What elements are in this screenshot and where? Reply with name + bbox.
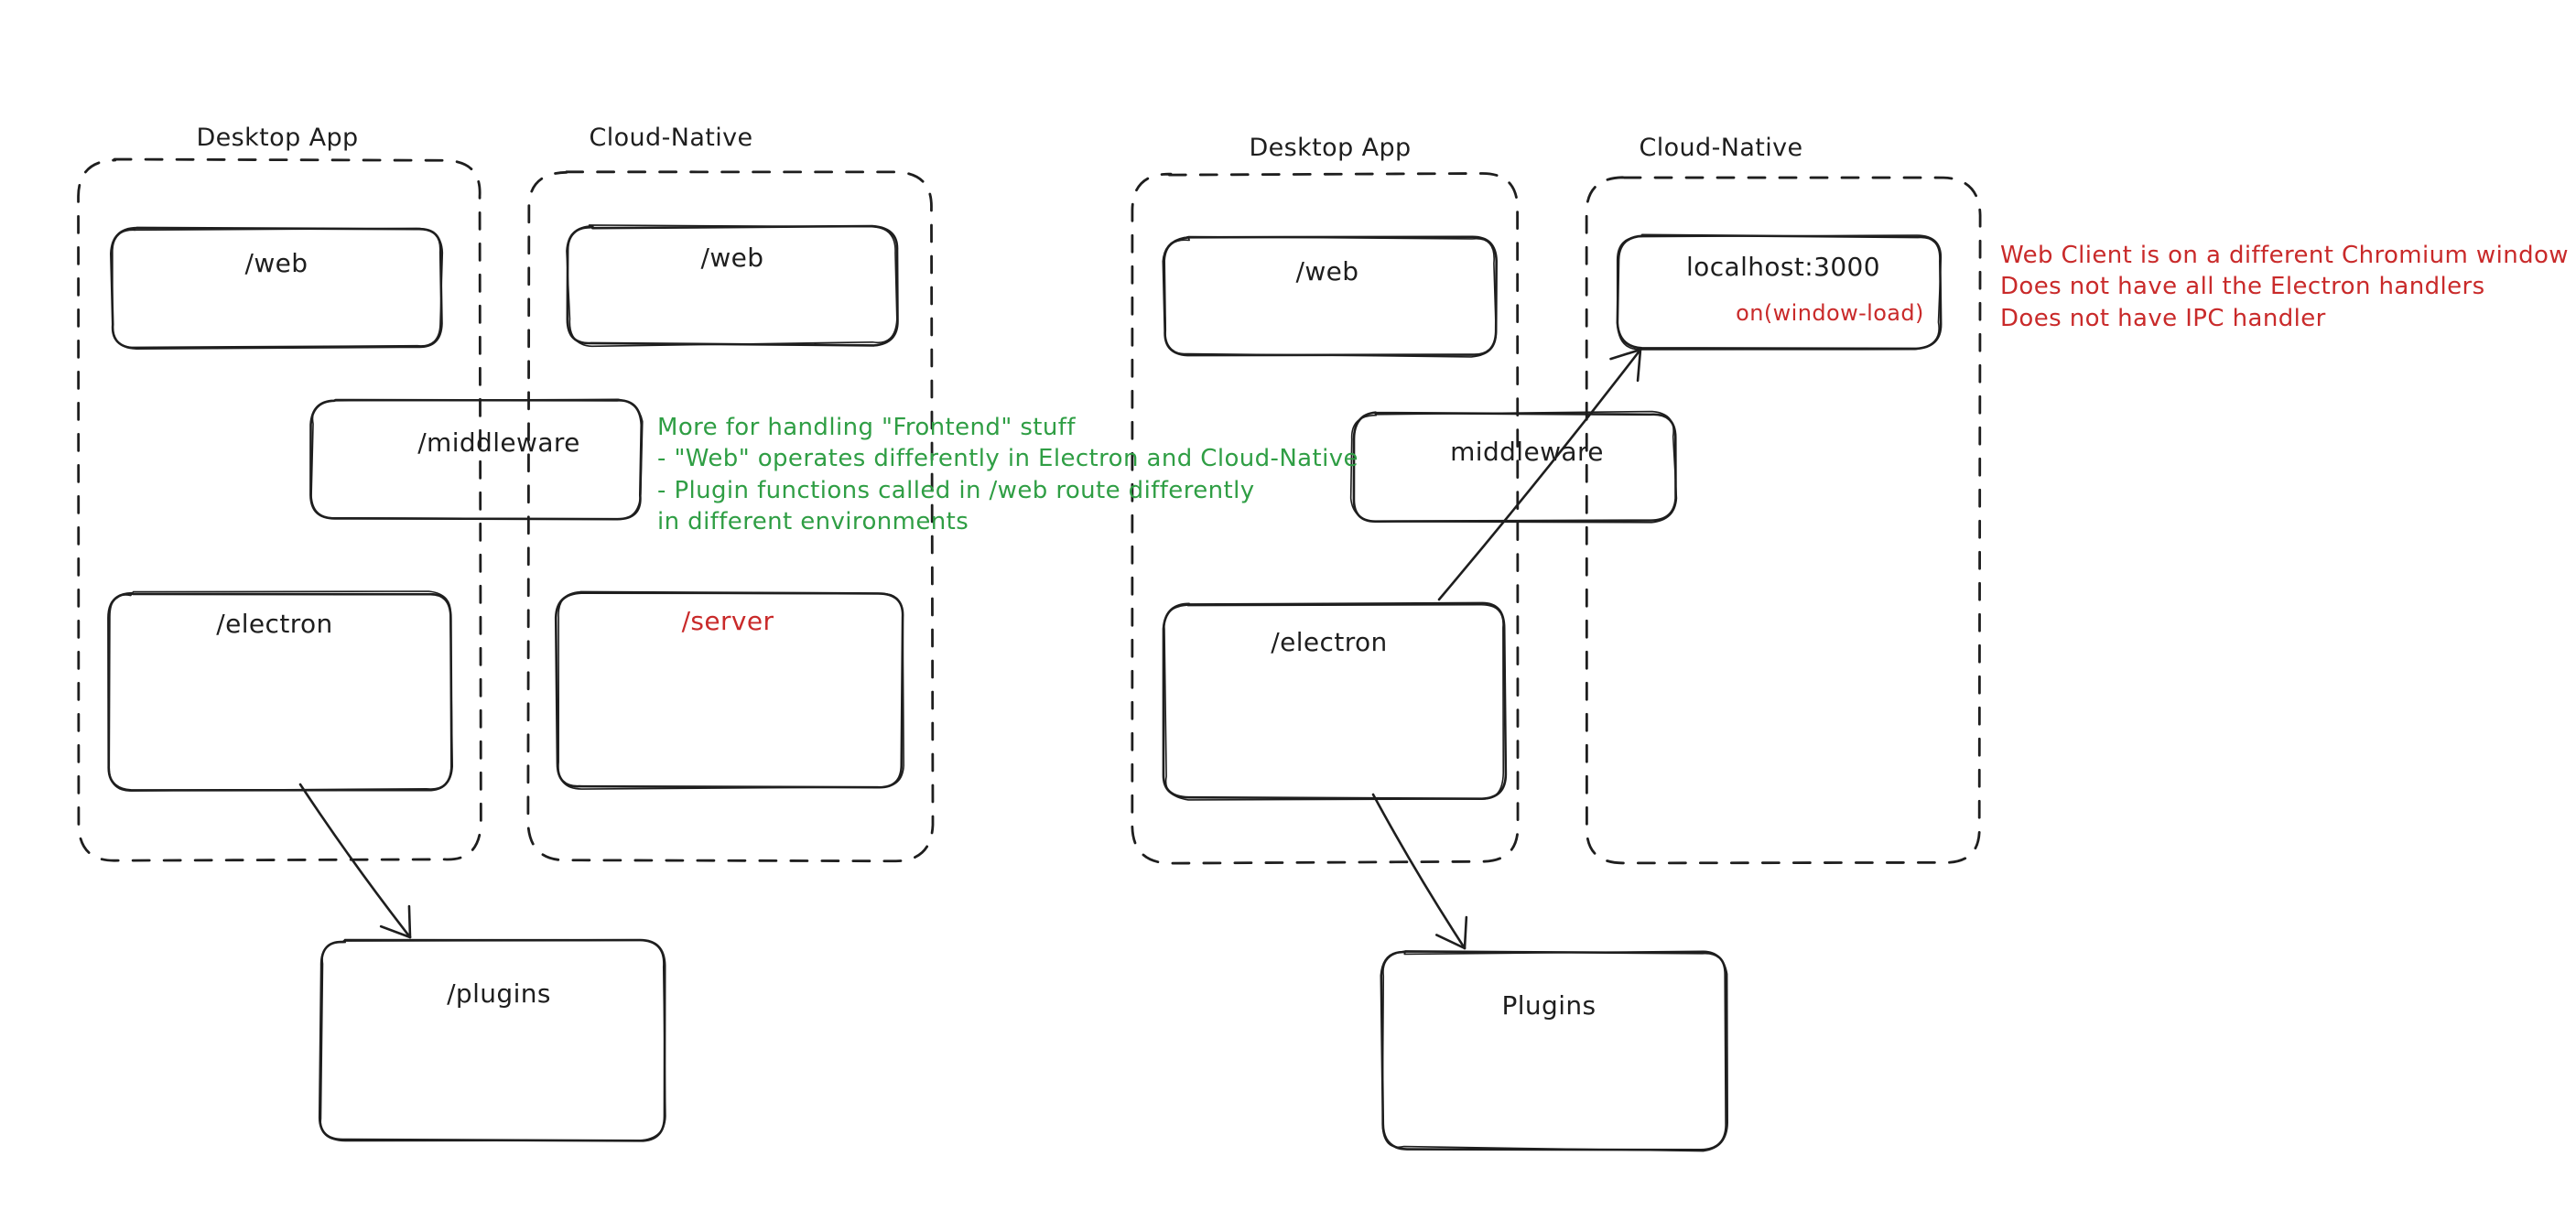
node-box[interactable] (1162, 235, 1498, 358)
left-box-label-middleware: /middleware (417, 427, 580, 458)
group-container (1585, 176, 1982, 865)
right-box-label-middleware: middleware (1450, 437, 1604, 467)
right-box-label-localhost-3000: localhost:3000 (1686, 252, 1880, 282)
right-group-title-desktop-app: Desktop App (1249, 134, 1412, 162)
left-box-label-electron: /electron (216, 609, 333, 639)
right-annotation-note: Web Client is on a different Chromium wi… (2000, 242, 2569, 332)
node-box[interactable] (1380, 950, 1728, 1152)
group-container (526, 170, 935, 863)
node-box[interactable] (1162, 601, 1508, 801)
arrow (298, 783, 412, 939)
node-box[interactable] (554, 590, 904, 790)
left-annotation-note: More for handling "Frontend" stuff - "We… (657, 414, 1358, 535)
node-box[interactable] (318, 938, 666, 1142)
arrow (1437, 348, 1642, 601)
node-box[interactable] (1616, 233, 1943, 351)
group-container (1131, 172, 1520, 865)
left-group-title-desktop-app: Desktop App (196, 124, 359, 152)
right-box-label-web: /web (1295, 256, 1359, 286)
node-box[interactable] (309, 398, 644, 521)
left-box-label-web: /web (244, 248, 308, 278)
node-box[interactable] (566, 224, 899, 348)
right-box-label-plugins: Plugins (1501, 990, 1596, 1021)
left-box-label-plugins: /plugins (447, 978, 551, 1009)
left-box-label-server: /server (681, 606, 774, 636)
node-box[interactable] (107, 590, 453, 792)
left-box-label-web: /web (700, 243, 764, 273)
right-box-label-electron: /electron (1271, 627, 1388, 657)
right-box-sublabel-on-window-load: on(window-load) (1736, 300, 1924, 326)
node-box[interactable] (110, 226, 444, 351)
left-group-title-cloud-native: Cloud-Native (589, 124, 753, 152)
node-box[interactable] (1349, 410, 1678, 524)
arrow (1371, 793, 1468, 950)
right-group-title-cloud-native: Cloud-Native (1639, 134, 1803, 162)
